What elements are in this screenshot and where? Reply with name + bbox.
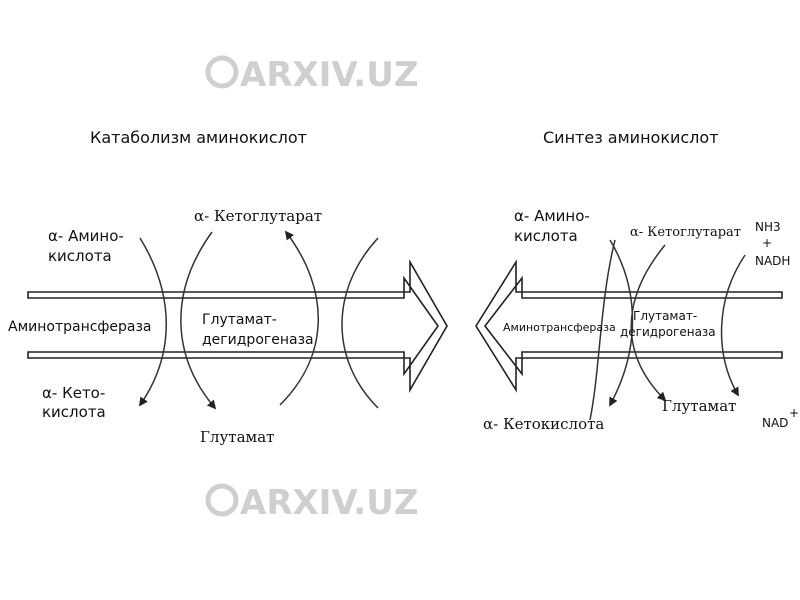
syn-cofactor-nadh: NADH	[755, 254, 790, 268]
cat-amino-acid-line2: кислота	[48, 247, 112, 265]
cat-dehydrogenase-line2: дегидрогеназа	[202, 332, 314, 348]
catabolism-title: Катаболизм аминокислот	[90, 128, 307, 147]
cat-amino-acid-line1: α- Амино-	[48, 227, 124, 245]
cat-aminotransferase: Аминотрансфераза	[8, 319, 152, 335]
syn-amino-acid-line1: α- Амино-	[514, 207, 590, 225]
arc-ketoglutarate-down	[609, 239, 634, 407]
catabolism-big-arrow	[27, 259, 448, 393]
syn-ketoglutarate: α- Кетоглутарат	[630, 225, 741, 240]
synthesis-title: Синтез аминокислот	[543, 128, 719, 147]
cat-ketoglutarate: α- Кетоглутарат	[194, 207, 322, 225]
syn-keto-acid: α- Кетокислота	[483, 415, 604, 433]
cat-glutamate: Глутамат	[200, 428, 274, 446]
syn-cofactor-plus: +	[762, 236, 772, 250]
arc-right-curve	[341, 237, 379, 409]
arc-glutamate-to-ketoglutarate	[279, 230, 319, 406]
arc-glutamate-up	[630, 244, 667, 402]
arc-amino-to-keto	[138, 237, 167, 407]
cat-dehydrogenase-line1: Глутамат-	[202, 312, 277, 328]
svg-text:ARXIV.UZ: ARXIV.UZ	[240, 483, 418, 523]
cat-keto-acid-line1: α- Кето-	[42, 384, 105, 402]
arc-ketoglutarate-to-glutamate	[180, 231, 217, 410]
syn-dehydrogenase-line2: дегидрогеназа	[620, 325, 716, 339]
syn-dehydrogenase-line1: Глутамат-	[633, 309, 697, 323]
catabolism-arcs	[138, 230, 379, 410]
syn-nad-charge: +	[789, 406, 799, 420]
synthesis-arcs	[589, 239, 746, 421]
cat-keto-acid-line2: кислота	[42, 403, 106, 421]
synthesis-big-arrow	[475, 259, 783, 393]
syn-nad: NAD	[762, 416, 788, 430]
watermark-top: ARXIV.UZ	[205, 55, 418, 95]
syn-glutamate: Глутамат	[662, 397, 736, 415]
syn-cofactor-nh3: NH3	[755, 220, 781, 234]
syn-aminotransferase: Аминотрансфераза	[503, 321, 616, 334]
arc-nadh-to-nad	[720, 254, 746, 397]
svg-text:ARXIV.UZ: ARXIV.UZ	[240, 55, 418, 95]
syn-amino-acid-line2: кислота	[514, 227, 578, 245]
arc-keto-up	[589, 239, 616, 421]
watermark-bottom: ARXIV.UZ	[205, 483, 418, 523]
